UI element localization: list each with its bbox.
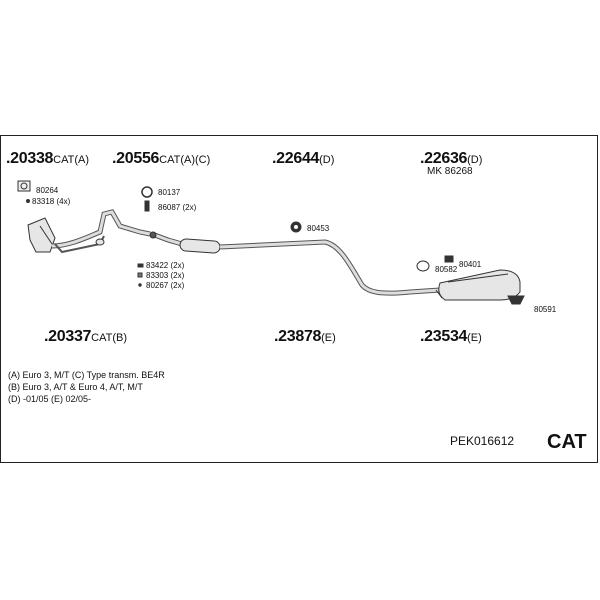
diagram-frame-left-edge [0,135,1,463]
part-label-86087: 86087 (2x) [158,203,197,212]
assembly-suffix: (E) [321,332,336,344]
assembly-label-22644: .22644(D) [272,151,334,167]
part-label-80267: 80267 (2x) [146,281,185,290]
catalytic-converter-drawing [27,209,151,254]
assembly-number: .22636 [420,150,468,167]
assembly-label-20338: .20338CAT(A) [6,151,89,167]
part-label-80582: 80582 [435,265,458,274]
assembly-number: .20338 [6,150,54,167]
mk-label: MK 86268 [427,166,473,177]
assembly-suffix: (D) [467,154,483,166]
part-icons [17,180,525,305]
assembly-suffix: (D) [319,154,335,166]
assembly-number: .23534 [420,328,468,345]
diagram-code: PEK016612 [450,434,515,448]
part-label-80453: 80453 [307,224,330,233]
part-label-80264: 80264 [36,186,59,195]
assembly-label-23534: .23534(E) [420,329,482,345]
assembly-label-23878: .23878(E) [274,329,336,345]
center-pipe-drawing [151,231,411,296]
note-line-2: (B) Euro 3, A/T & Euro 4, A/T, M/T [8,382,143,392]
part-label-83318: 83318 (4x) [32,197,71,206]
note-line-1: (A) Euro 3, M/T (C) Type transm. BE4R [8,370,165,380]
part-label-83422: 83422 (2x) [146,261,185,270]
diagram-frame [0,135,598,463]
part-label-80591: 80591 [534,305,557,314]
assembly-label-20337: .20337CAT(B) [44,329,127,345]
part-label-80401: 80401 [459,260,482,269]
part-label-83303: 83303 (2x) [146,271,185,280]
note-line-3: (D) -01/05 (E) 02/05- [8,394,92,404]
assembly-suffix: CAT(A) [53,154,89,166]
cat-badge: CAT [547,431,587,453]
assembly-suffix: CAT(B) [91,332,127,344]
assembly-number: .20337 [44,328,92,345]
assembly-number: .23878 [274,328,322,345]
assembly-label-22636: .22636(D) [420,151,482,167]
assembly-suffix: (E) [467,332,482,344]
assembly-suffix: CAT(A)(C) [159,154,211,166]
assembly-number: .20556 [112,150,160,167]
assembly-label-20556: .20556CAT(A)(C) [112,151,210,167]
rear-silencer-drawing [409,269,521,301]
part-label-80137: 80137 [158,188,181,197]
assembly-number: .22644 [272,150,320,167]
